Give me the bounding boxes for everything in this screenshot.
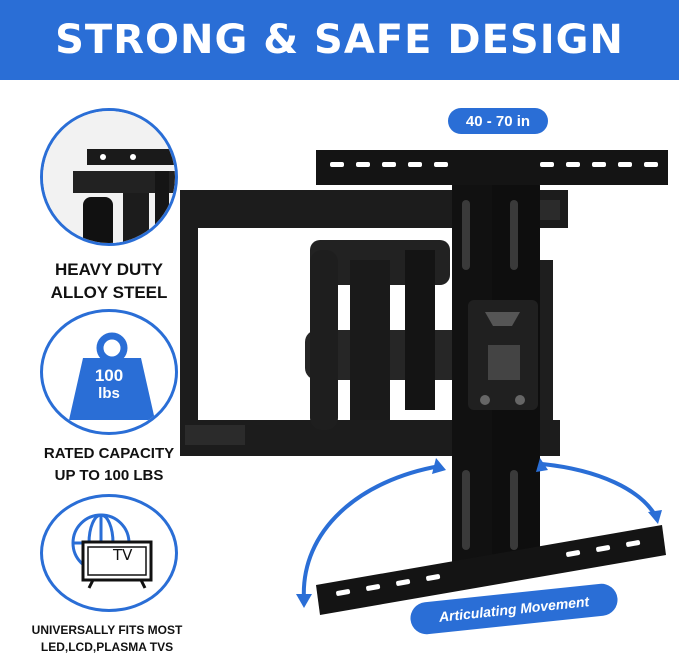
weight-value: 100 lbs [94,366,124,402]
tv-globe-icon [71,513,153,589]
weight-capacity-circle [40,309,178,435]
tv-compatibility-circle [40,494,178,612]
tv-label: TV [113,546,133,564]
feature-label-capacity: RATED CAPACITY UP TO 100 LBS [43,445,175,484]
banner-title: STRONG & SAFE DESIGN [55,17,624,63]
feature-label-steel: HEAVY DUTY ALLOY STEEL [50,260,168,302]
size-range-badge: 40 - 70 in [448,108,548,134]
weight-icon [69,332,155,420]
header-banner: STRONG & SAFE DESIGN [0,0,679,80]
bracket-closeup-icon [40,108,178,246]
feature-label-compatibility: UNIVERSALLY FITS MOST LED,LCD,PLASMA TVS [31,623,183,654]
